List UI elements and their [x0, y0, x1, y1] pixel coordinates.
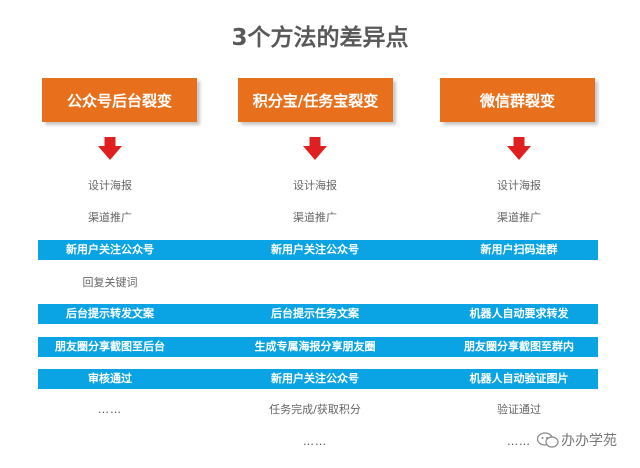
step-new-user-follow: 新用户关注公众号 — [271, 372, 359, 385]
step-new-user-follow: 新用户关注公众号 — [271, 243, 359, 256]
step-channel-promotion: 渠道推广 — [497, 211, 541, 224]
step-ellipsis: …… — [507, 435, 531, 448]
highlight-band — [38, 369, 598, 389]
column-header-wechat-group: 微信群裂变 — [440, 78, 595, 122]
column-header-points-task: 积分宝/任务宝裂变 — [238, 78, 393, 122]
arrow-down-icon — [303, 137, 327, 160]
step-design-poster: 设计海报 — [88, 179, 132, 192]
step-generate-poster: 生成专属海报分享朋友圈 — [254, 340, 376, 353]
arrow-down-icon — [507, 137, 531, 160]
step-bot-verify-image: 机器人自动验证图片 — [469, 372, 569, 385]
step-task-prompt: 后台提示任务文案 — [271, 307, 359, 320]
wechat-logo-icon — [537, 432, 559, 448]
column-header-official-account: 公众号后台裂变 — [42, 78, 197, 122]
step-new-user-follow: 新用户关注公众号 — [66, 243, 154, 256]
step-ellipsis: …… — [98, 403, 122, 416]
page-title: 3个方法的差异点 — [231, 25, 409, 51]
step-forward-prompt: 后台提示转发文案 — [66, 307, 154, 320]
arrow-down-icon — [98, 137, 122, 160]
step-task-complete: 任务完成/获取积分 — [269, 403, 361, 416]
step-channel-promotion: 渠道推广 — [293, 211, 337, 224]
step-channel-promotion: 渠道推广 — [88, 211, 132, 224]
step-reply-keyword: 回复关键词 — [82, 276, 138, 289]
highlight-band — [38, 304, 598, 324]
step-share-screenshot-group: 朋友圈分享截图至群内 — [464, 340, 574, 353]
step-share-screenshot: 朋友圈分享截图至后台 — [55, 340, 165, 353]
step-bot-request-forward: 机器人自动要求转发 — [469, 307, 569, 320]
step-design-poster: 设计海报 — [293, 179, 337, 192]
highlight-band — [38, 337, 598, 357]
step-review-passed: 审核通过 — [88, 372, 132, 385]
step-design-poster: 设计海报 — [497, 179, 541, 192]
highlight-band — [38, 240, 598, 260]
step-ellipsis: …… — [303, 435, 327, 448]
step-verify-passed: 验证通过 — [497, 403, 541, 416]
watermark-text: 办办学苑 — [561, 433, 617, 449]
step-new-user-join-group: 新用户扫码进群 — [480, 243, 558, 256]
